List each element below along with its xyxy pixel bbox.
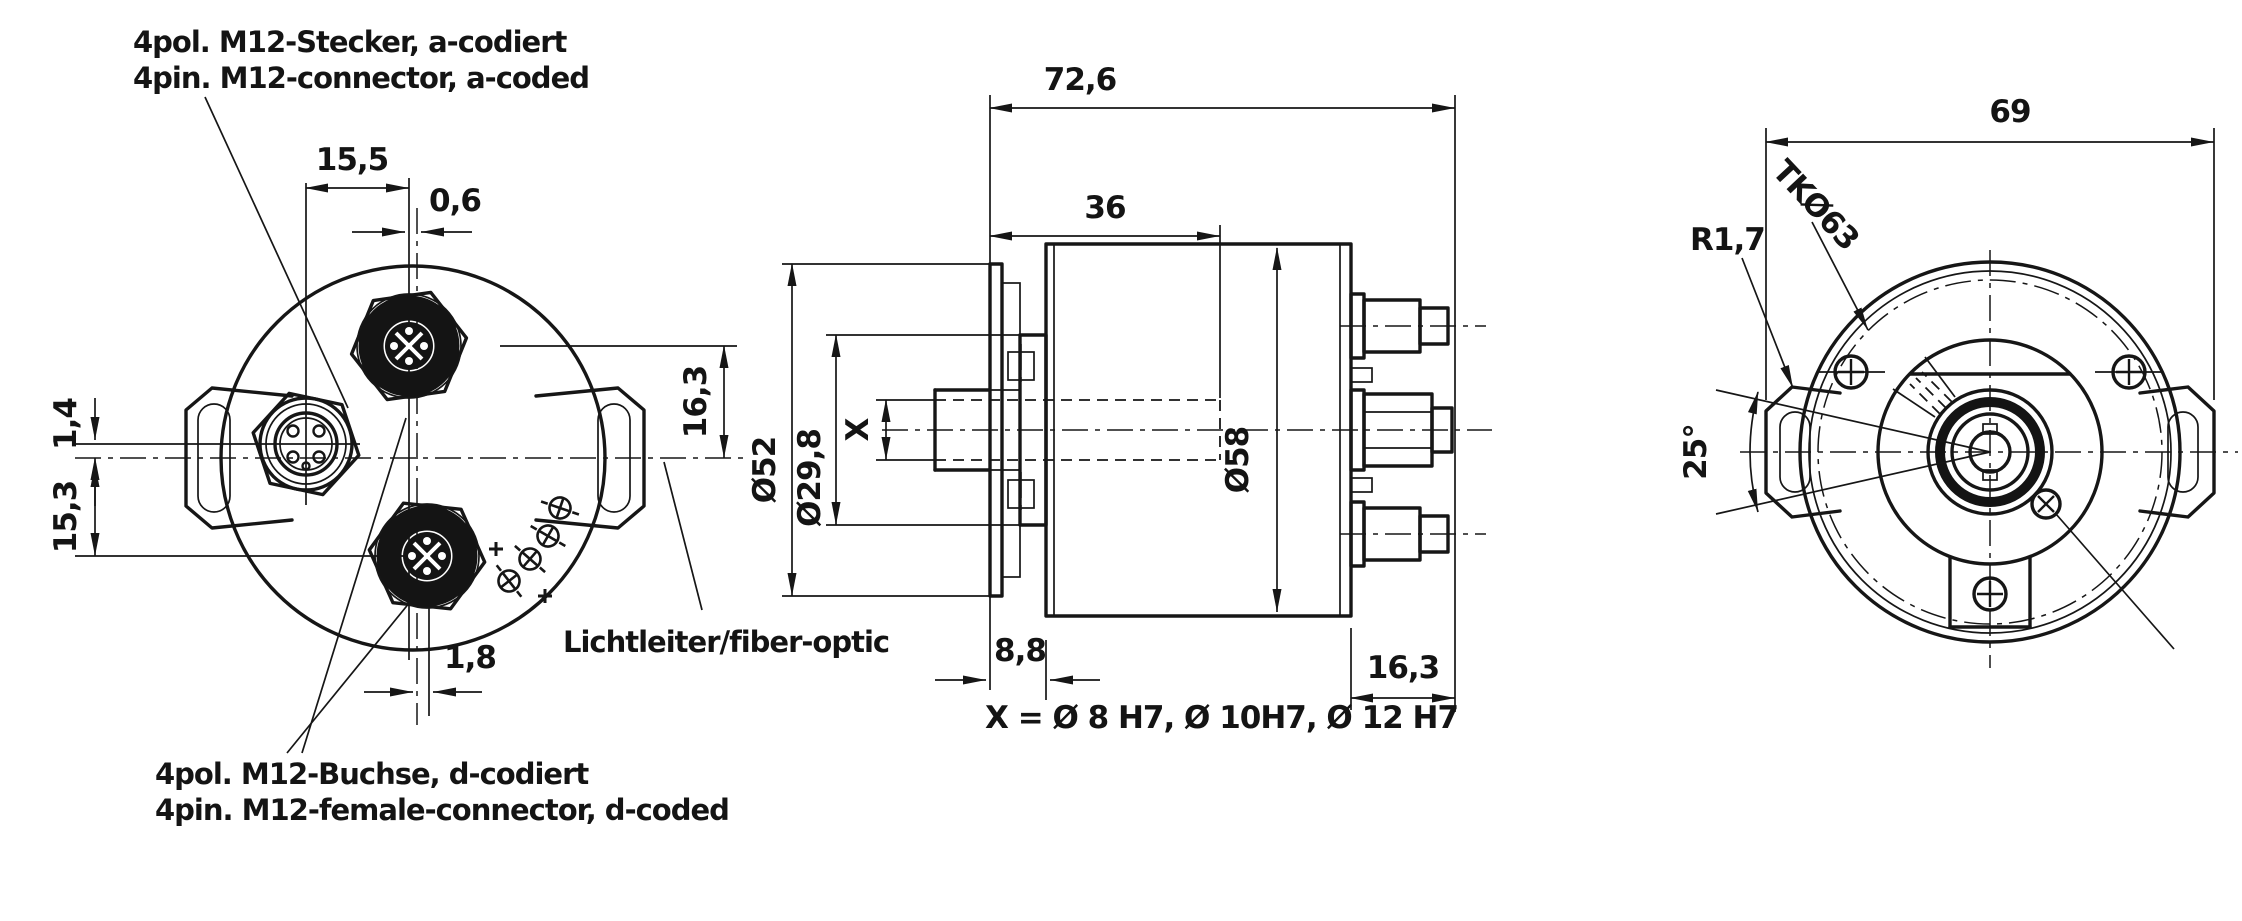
dim-1-8: 1,8 <box>444 640 496 676</box>
dim-36: 36 <box>1084 190 1125 226</box>
dim-69: 69 <box>1989 94 2030 130</box>
fiber-optic-ports <box>489 496 580 603</box>
shaft-clamp-hub <box>1892 356 2175 650</box>
m12-female-connector-top <box>349 290 469 402</box>
pin <box>286 450 300 464</box>
mounting-screws <box>1817 354 2163 612</box>
dim-tk63: TKØ63 <box>1765 153 1866 257</box>
rear-dimensions: 69 TKØ63 R1,7 25° <box>1678 94 2215 515</box>
fiber-port-icon <box>495 564 523 598</box>
fiber-port-icon <box>530 524 566 548</box>
side-view: 72,6 36 Ø52 Ø29,8 X Ø58 8,8 16,3 <box>747 62 1492 736</box>
leader-line <box>663 461 703 611</box>
front-view: 15,5 0,6 1,4 15,3 16,3 1,8 4pol. M12-Ste… <box>48 25 890 827</box>
label-connector-d-en: 4pin. M12-female-connector, d-coded <box>155 793 729 827</box>
screw-icon <box>2095 354 2163 390</box>
label-connector-a-de: 4pol. M12-Stecker, a-codiert <box>133 25 567 59</box>
dim-8-8: 8,8 <box>994 633 1046 669</box>
dim-25deg: 25° <box>1678 424 1714 480</box>
dim-dia29-8: Ø29,8 <box>792 429 828 527</box>
side-dimensions: 72,6 36 Ø52 Ø29,8 X Ø58 8,8 16,3 <box>747 62 1459 736</box>
front-dimensions: 15,5 0,6 1,4 15,3 16,3 1,8 <box>48 142 729 697</box>
fiber-port-icon <box>514 544 546 574</box>
leader-line <box>204 96 349 409</box>
dim-72-6: 72,6 <box>1044 62 1117 98</box>
rear-connector-top <box>1340 292 1486 360</box>
dim-dia58: Ø58 <box>1220 427 1256 494</box>
dim-15-3: 15,3 <box>48 481 84 554</box>
front-labels: 4pol. M12-Stecker, a-codiert 4pin. M12-c… <box>133 25 890 827</box>
dim-dia52: Ø52 <box>747 437 783 504</box>
m12-male-connector <box>251 391 361 497</box>
bore-note: X = Ø 8 H7, Ø 10H7, Ø 12 H7 <box>985 700 1458 736</box>
leader-line <box>286 601 411 754</box>
dim-x: X <box>840 417 876 441</box>
dim-15-5: 15,5 <box>316 142 389 178</box>
m12-female-connector-bottom <box>367 501 487 611</box>
dim-0-6: 0,6 <box>429 183 481 219</box>
dim-r1-7: R1,7 <box>1690 222 1765 258</box>
dim-16-3-side: 16,3 <box>1367 650 1440 686</box>
dim-1-4: 1,4 <box>48 398 84 450</box>
fiber-stub <box>1350 477 1373 493</box>
rear-view: 69 TKØ63 R1,7 25° <box>1678 94 2238 668</box>
pin <box>312 450 326 464</box>
label-connector-a-en: 4pin. M12-connector, a-coded <box>133 61 589 95</box>
clamp-screw <box>2030 488 2062 520</box>
plus-mark <box>489 542 552 603</box>
pin <box>312 424 326 438</box>
screw-icon <box>1817 354 1885 390</box>
dim-16-3-front: 16,3 <box>678 366 714 439</box>
key-notch <box>301 461 311 471</box>
rear-connector-bottom <box>1340 500 1486 568</box>
screw-icon <box>1972 576 2008 612</box>
fiber-stub <box>1350 367 1373 383</box>
fiber-port-icon <box>540 496 580 520</box>
label-fiber-optic: Lichtleiter/fiber-optic <box>563 625 889 659</box>
pin <box>286 424 300 438</box>
leader-line <box>301 417 407 754</box>
rear-connector-middle <box>1349 388 1454 472</box>
shaft-hole <box>1968 430 2012 474</box>
label-connector-d-de: 4pol. M12-Buchse, d-codiert <box>155 757 589 791</box>
